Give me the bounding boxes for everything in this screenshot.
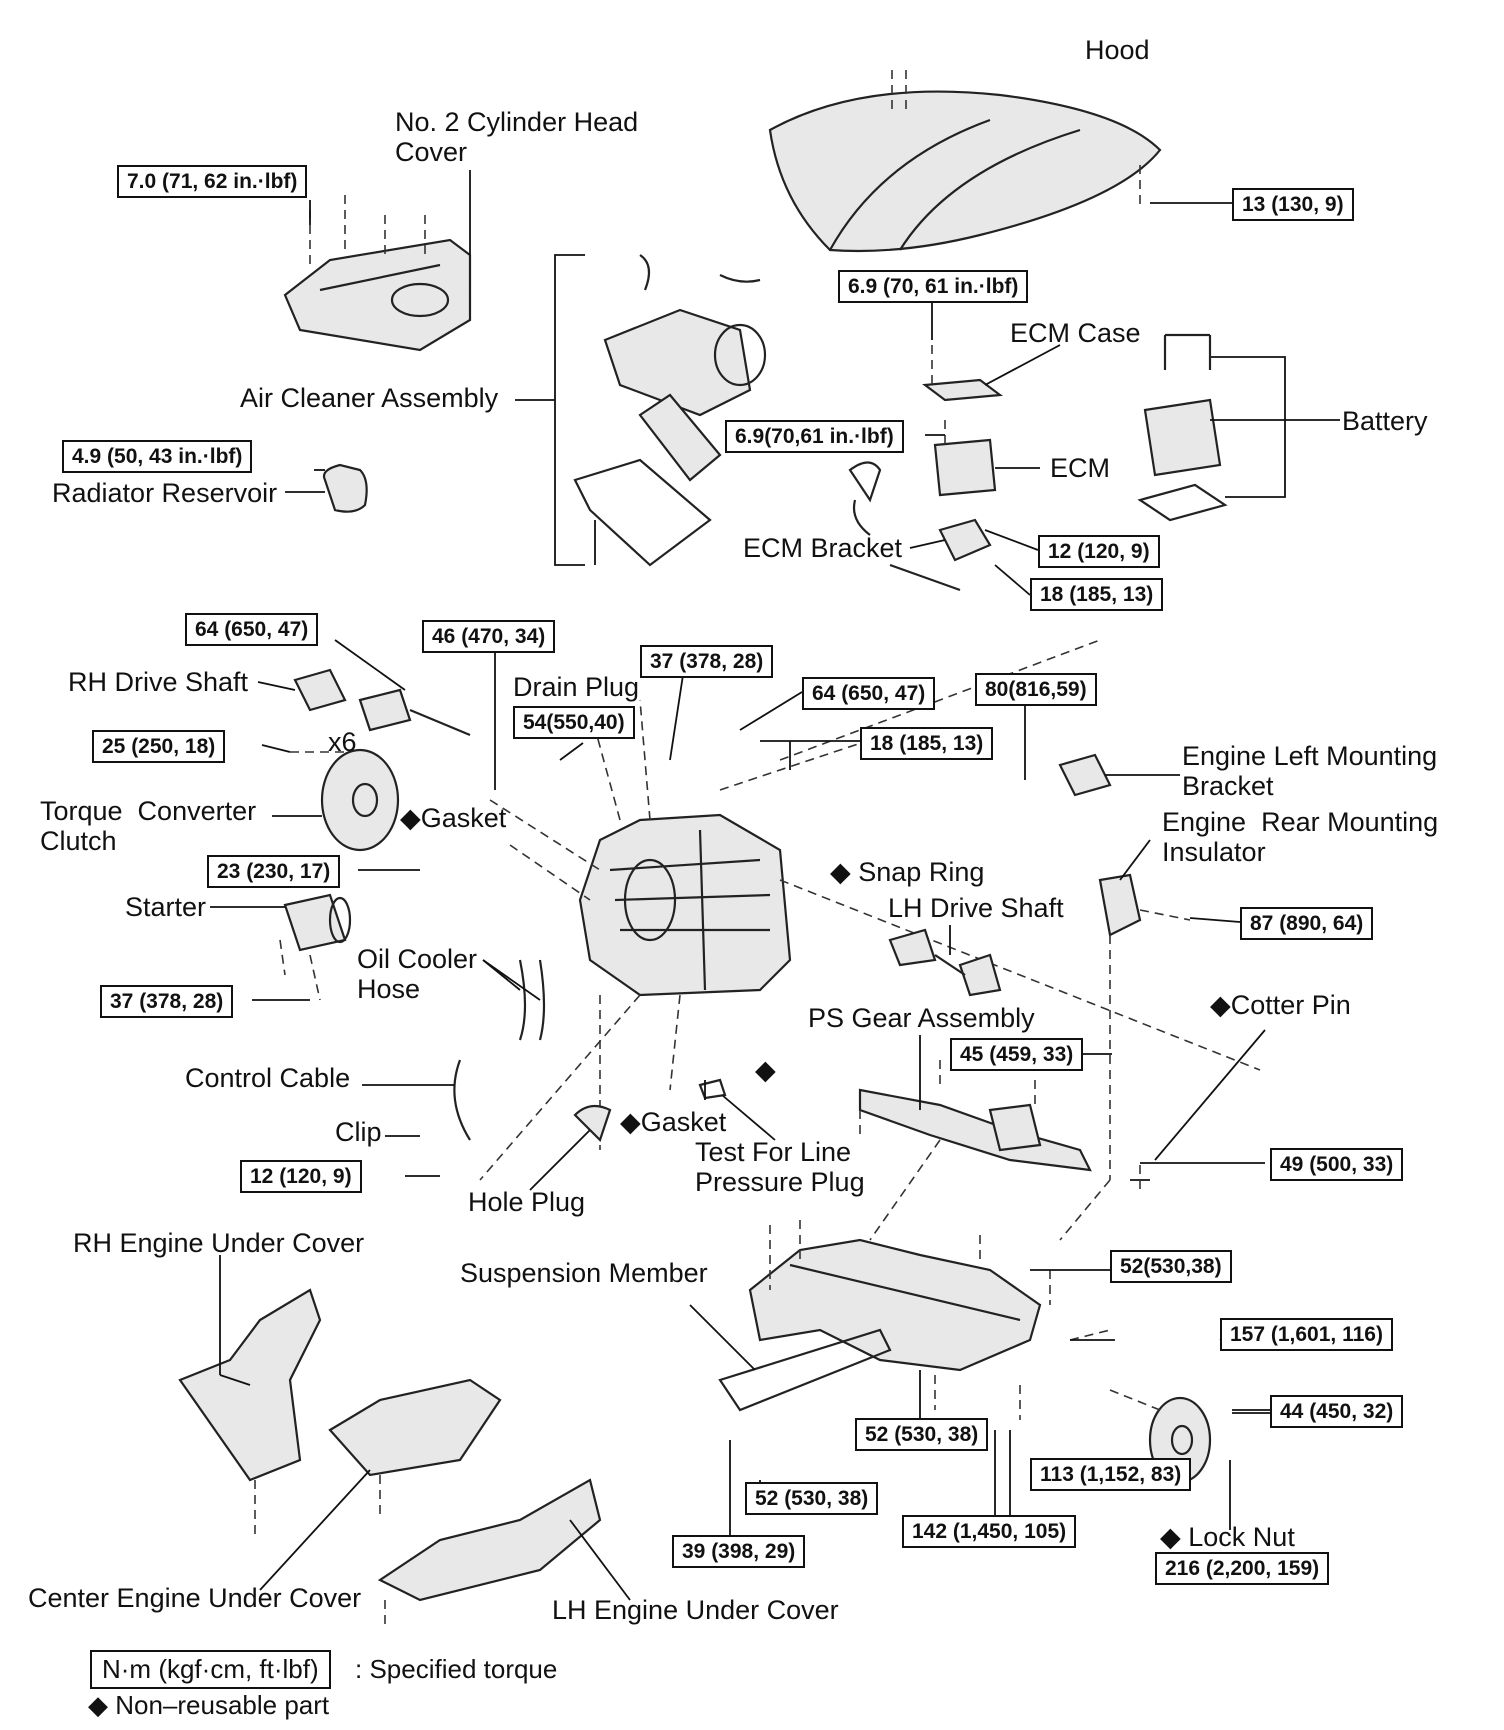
starter-part [210, 893, 352, 1001]
label-torque-converter-clutch: Torque Converter Clutch [40, 796, 257, 856]
torque-37-a: 37 (378, 28) [640, 645, 774, 679]
torque-64-a: 64 (650, 47) [185, 613, 319, 647]
torque-39: 39 (398, 29) [672, 1535, 806, 1569]
torque-46: 46 (470, 34) [422, 620, 556, 654]
torque-52-c: 52 (530, 38) [745, 1482, 879, 1516]
label-rh-drive-shaft: RH Drive Shaft [68, 667, 249, 697]
label-engine-rear-mounting-insulator: Engine Rear Mounting Insulator [1162, 807, 1439, 867]
torque-52-b: 52 (530, 38) [855, 1418, 989, 1452]
torque-18-a: 18 (185, 13) [1030, 578, 1164, 612]
label-x6: x6 [328, 727, 357, 757]
label-ecm: ECM [1050, 453, 1110, 483]
label-hole-plug: Hole Plug [468, 1187, 586, 1217]
label-lh-engine-under-cover: LH Engine Under Cover [552, 1595, 839, 1625]
torque-113: 113 (1,152, 83) [1030, 1458, 1192, 1492]
legend-non-reusable: ◆ Non–reusable part [88, 1690, 330, 1720]
torque-54: 54(550,40) [513, 706, 635, 740]
hole-plug-part [529, 1078, 776, 1191]
engine-mounts-part [1058, 753, 1191, 1180]
label-gasket-2: ◆Gasket [620, 1107, 727, 1137]
torque-64-b: 64 (650, 47) [802, 677, 936, 711]
torque-216: 216 (2,200, 159) [1155, 1552, 1330, 1586]
label-starter: Starter [125, 892, 207, 922]
label-battery: Battery [1342, 406, 1428, 436]
torque-4-9: 4.9 (50, 43 in.·lbf) [62, 440, 253, 474]
label-gasket-1: ◆Gasket [400, 803, 507, 833]
label-drain-plug: Drain Plug [513, 672, 640, 702]
label-control-cable: Control Cable [185, 1063, 351, 1093]
torque-leaders [252, 202, 1270, 1535]
torque-12-b: 12 (120, 9) [240, 1160, 362, 1194]
rh-drive-shaft-part [257, 639, 471, 737]
torque-157: 157 (1,601, 116) [1220, 1318, 1393, 1352]
lh-drive-shaft-part [888, 925, 1002, 997]
label-ps-gear-assembly: PS Gear Assembly [808, 1003, 1035, 1033]
torque-25: 25 (250, 18) [92, 730, 226, 764]
ecm-parts [848, 300, 1061, 592]
label-oil-cooler-hose: Oil Cooler Hose [357, 944, 478, 1004]
torque-37-b: 37 (378, 28) [100, 985, 234, 1019]
label-ecm-bracket: ECM Bracket [743, 533, 903, 563]
label-hood: Hood [1085, 35, 1150, 65]
label-lh-drive-shaft: LH Drive Shaft [888, 893, 1064, 923]
label-lock-nut: ◆ Lock Nut [1160, 1522, 1295, 1552]
torque-6-9-a: 6.9 (70, 61 in.·lbf) [838, 270, 1029, 304]
label-rh-engine-under-cover: RH Engine Under Cover [73, 1228, 365, 1258]
oil-cooler-hose-part [482, 959, 546, 1041]
torque-87: 87 (890, 64) [1240, 907, 1374, 941]
label-air-cleaner-assembly: Air Cleaner Assembly [240, 383, 499, 413]
cylinder-head-cover-part [283, 170, 472, 352]
under-covers-part [178, 1255, 631, 1625]
torque-6-9-b: 6.9(70,61 in.·lbf) [725, 420, 904, 454]
label-engine-left-mounting-bracket: Engine Left Mounting Bracket [1182, 741, 1438, 801]
label-snap-ring: ◆ Snap Ring [830, 857, 985, 887]
label-diamond-marker: ◆ [755, 1055, 776, 1085]
torque-18-b: 18 (185, 13) [860, 727, 994, 761]
torque-49: 49 (500, 33) [1270, 1148, 1404, 1182]
torque-45: 45 (459, 33) [950, 1038, 1084, 1072]
torque-52-a: 52(530,38) [1110, 1250, 1232, 1284]
suspension-member-part [689, 1220, 1115, 1420]
label-center-engine-under-cover: Center Engine Under Cover [28, 1583, 362, 1613]
label-clip: Clip [335, 1117, 382, 1147]
air-cleaner-part [515, 254, 767, 567]
torque-converter-part [272, 748, 400, 852]
label-cotter-pin: ◆Cotter Pin [1210, 990, 1351, 1020]
label-suspension-member: Suspension Member [460, 1258, 708, 1288]
legend-unit-desc: : Specified torque [355, 1654, 558, 1684]
torque-80: 80(816,59) [975, 673, 1097, 707]
torque-142: 142 (1,450, 105) [902, 1515, 1077, 1549]
torque-7-0: 7.0 (71, 62 in.·lbf) [117, 165, 308, 199]
control-cable-part [362, 1059, 471, 1177]
cotter-pin-part [1139, 1029, 1266, 1190]
torque-44: 44 (450, 32) [1270, 1395, 1404, 1429]
label-ecm-case: ECM Case [1010, 318, 1141, 348]
ps-gear-assembly-part [858, 1035, 1150, 1241]
torque-23: 23 (230, 17) [207, 855, 341, 889]
hood-part [768, 70, 1162, 253]
torque-12-a: 12 (120, 9) [1038, 535, 1160, 569]
label-no2-cylinder-head-cover: No. 2 Cylinder Head Cover [395, 107, 639, 167]
label-radiator-reservoir: Radiator Reservoir [52, 478, 278, 508]
legend-unit-box: N·m (kgf·cm, ft·lbf) [90, 1650, 331, 1689]
label-test-for-line-pressure-plug: Test For Line Pressure Plug [695, 1137, 865, 1197]
battery-part [1137, 333, 1340, 522]
torque-13: 13 (130, 9) [1232, 188, 1354, 222]
radiator-reservoir-part [285, 463, 368, 513]
